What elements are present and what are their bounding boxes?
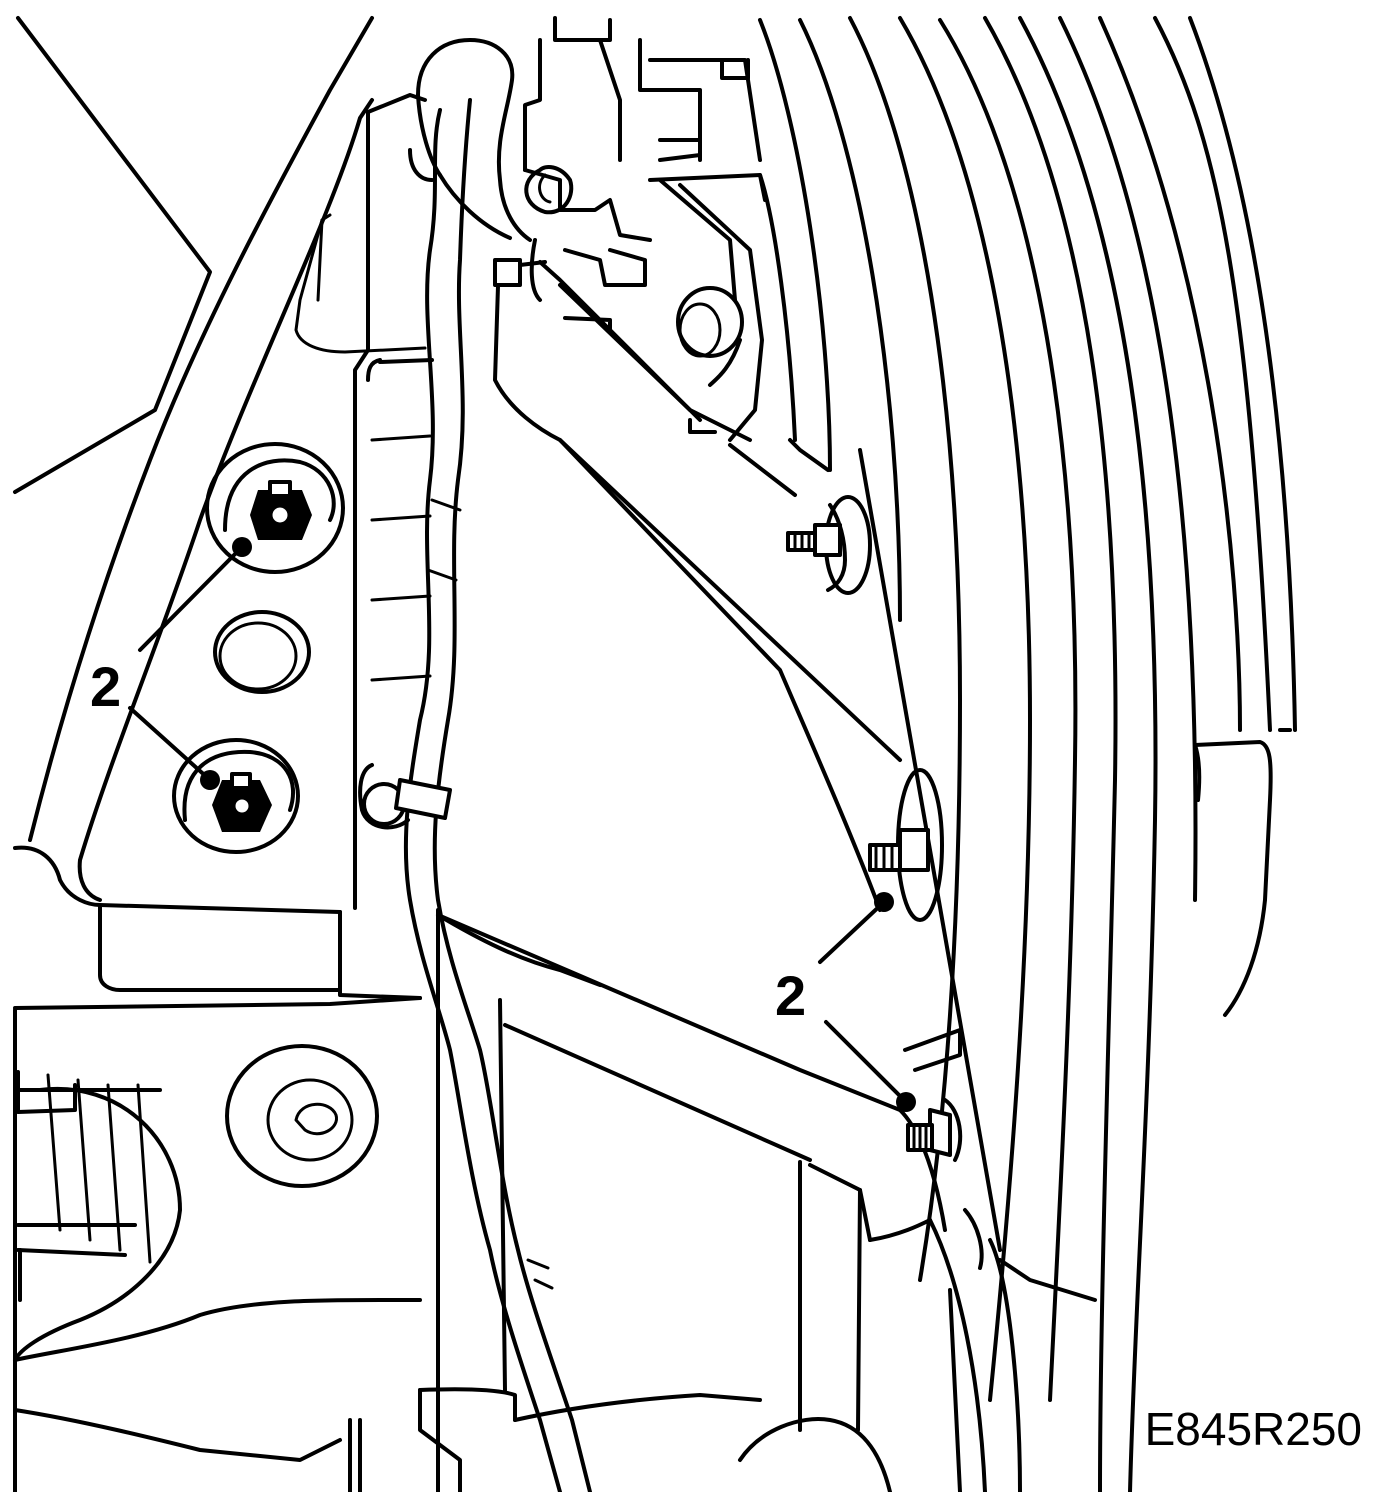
harness-clip (358, 148, 452, 830)
bolt-right-2 (868, 768, 944, 922)
bolt-upper-1 (205, 442, 345, 574)
bolt-right-1 (786, 495, 872, 595)
bolt-right-3 (903, 1028, 984, 1270)
wiring-harness (403, 38, 592, 1492)
figure-code: E845R250 (1145, 1403, 1362, 1455)
right-panel-curves (493, 16, 1297, 1492)
mounting-bracket (77, 93, 434, 910)
center-pillar (418, 908, 932, 1492)
upper-mechanism (493, 16, 797, 442)
callout-right: 2 (775, 892, 916, 1112)
callout-label-upper: 2 (90, 655, 121, 718)
callout-upper-left: 2 (90, 537, 252, 790)
bolt-upper-2 (172, 738, 300, 854)
floor-structure (13, 903, 422, 1492)
left-body-panel (13, 16, 374, 914)
bracket-hole (213, 610, 311, 694)
callout-label-right: 2 (775, 964, 806, 1027)
